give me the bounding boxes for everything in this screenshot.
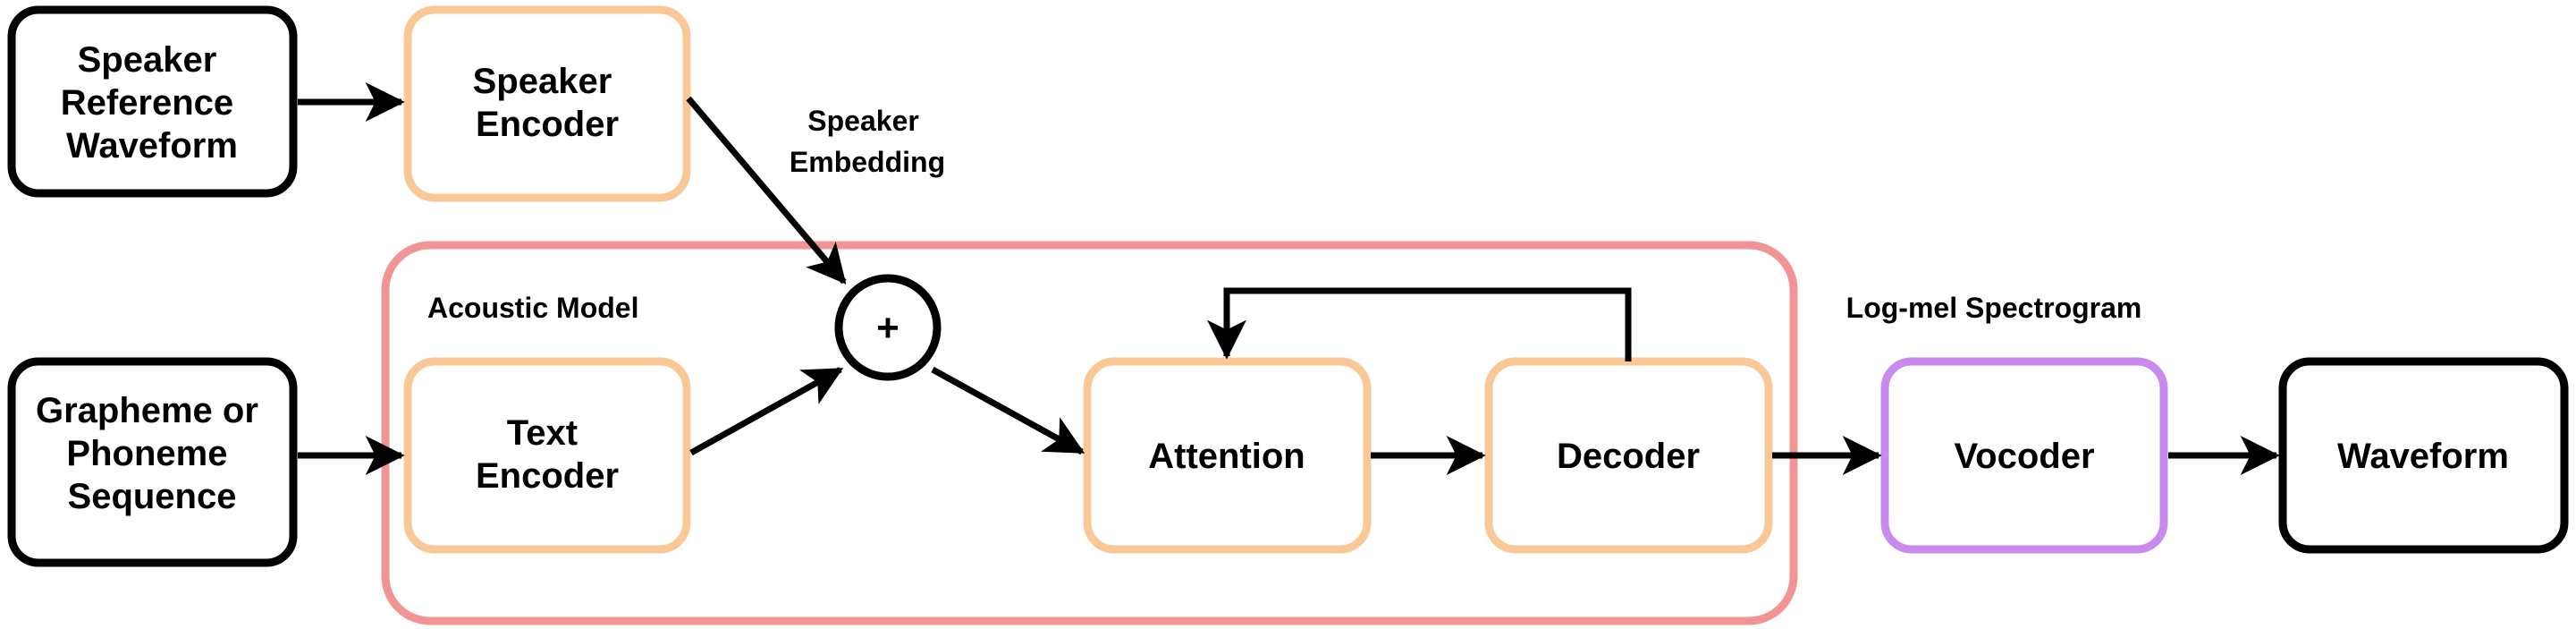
text-encoder-node: Text Encoder xyxy=(403,357,691,554)
svg-text:Speaker Encoder: Speaker Encoder xyxy=(473,62,622,144)
svg-text:Grapheme or Phoneme: Grapheme or Phoneme Sequence xyxy=(36,391,268,516)
text-encoder-line-2: Encoder xyxy=(476,456,619,496)
decoder-label: Decoder xyxy=(1557,437,1700,476)
grapheme-phoneme-sequence-line-1: Grapheme or xyxy=(36,391,258,430)
sum-circle xyxy=(834,274,942,381)
text-encoder-line-1: Text xyxy=(507,413,578,453)
speaker-encoder-line-2: Encoder xyxy=(476,105,619,144)
speaker-embedding-line-2: Embedding xyxy=(790,146,945,178)
grapheme-phoneme-sequence-line-2: Phoneme xyxy=(66,434,227,473)
attention-box xyxy=(1083,357,1372,554)
vocoder-node: Vocoder xyxy=(1880,357,2168,554)
waveform-box xyxy=(2278,357,2569,554)
waveform-label: Waveform xyxy=(2337,437,2509,476)
speaker-embedding-label: Speaker Embedding xyxy=(790,105,945,178)
attention-node: Attention xyxy=(1083,357,1372,554)
speaker-reference-waveform-line-1: Speaker xyxy=(78,40,217,80)
arrow-text-encoder-to-sum xyxy=(689,366,844,456)
log-mel-spectrogram-label: Log-mel Spectrogram xyxy=(1846,292,2142,324)
vocoder-label: Vocoder xyxy=(1954,437,2094,476)
sum-symbol: + xyxy=(876,306,899,350)
arrow-decoder-feedback-to-attention xyxy=(1207,287,1632,361)
waveform-node: Waveform xyxy=(2278,357,2569,554)
attention-label: Attention xyxy=(1148,437,1305,476)
svg-text:Speaker Reference: Speaker Reference Waveform xyxy=(61,40,244,166)
arrows xyxy=(298,82,2280,475)
sum-node: + xyxy=(834,274,942,381)
grapheme-phoneme-sequence-box xyxy=(7,357,298,567)
grapheme-phoneme-sequence-line-3: Sequence xyxy=(68,477,237,516)
text-encoder-box xyxy=(403,357,691,554)
speaker-reference-waveform-node: Speaker Reference Waveform xyxy=(7,5,298,198)
speaker-reference-waveform-box xyxy=(7,5,298,198)
speaker-reference-waveform-line-3: Waveform xyxy=(66,126,238,166)
vocoder-box xyxy=(1880,357,2168,554)
svg-text:Text Encoder: Text Encoder xyxy=(476,413,619,496)
speaker-reference-waveform-line-2: Reference xyxy=(61,83,233,123)
speaker-encoder-line-1: Speaker xyxy=(473,62,612,101)
speaker-encoder-node: Speaker Encoder xyxy=(403,5,691,202)
arrow-sum-to-attention xyxy=(931,366,1085,455)
decoder-node: Decoder xyxy=(1484,357,1773,554)
speaker-encoder-box xyxy=(403,5,691,202)
acoustic-model-container xyxy=(381,241,1798,625)
grapheme-phoneme-sequence-node: Grapheme or Phoneme Sequence xyxy=(7,357,298,567)
arrow-speaker-encoder-to-sum xyxy=(686,96,847,285)
acoustic-model-label: Acoustic Model xyxy=(427,292,638,324)
speaker-embedding-line-1: Speaker xyxy=(807,105,919,137)
